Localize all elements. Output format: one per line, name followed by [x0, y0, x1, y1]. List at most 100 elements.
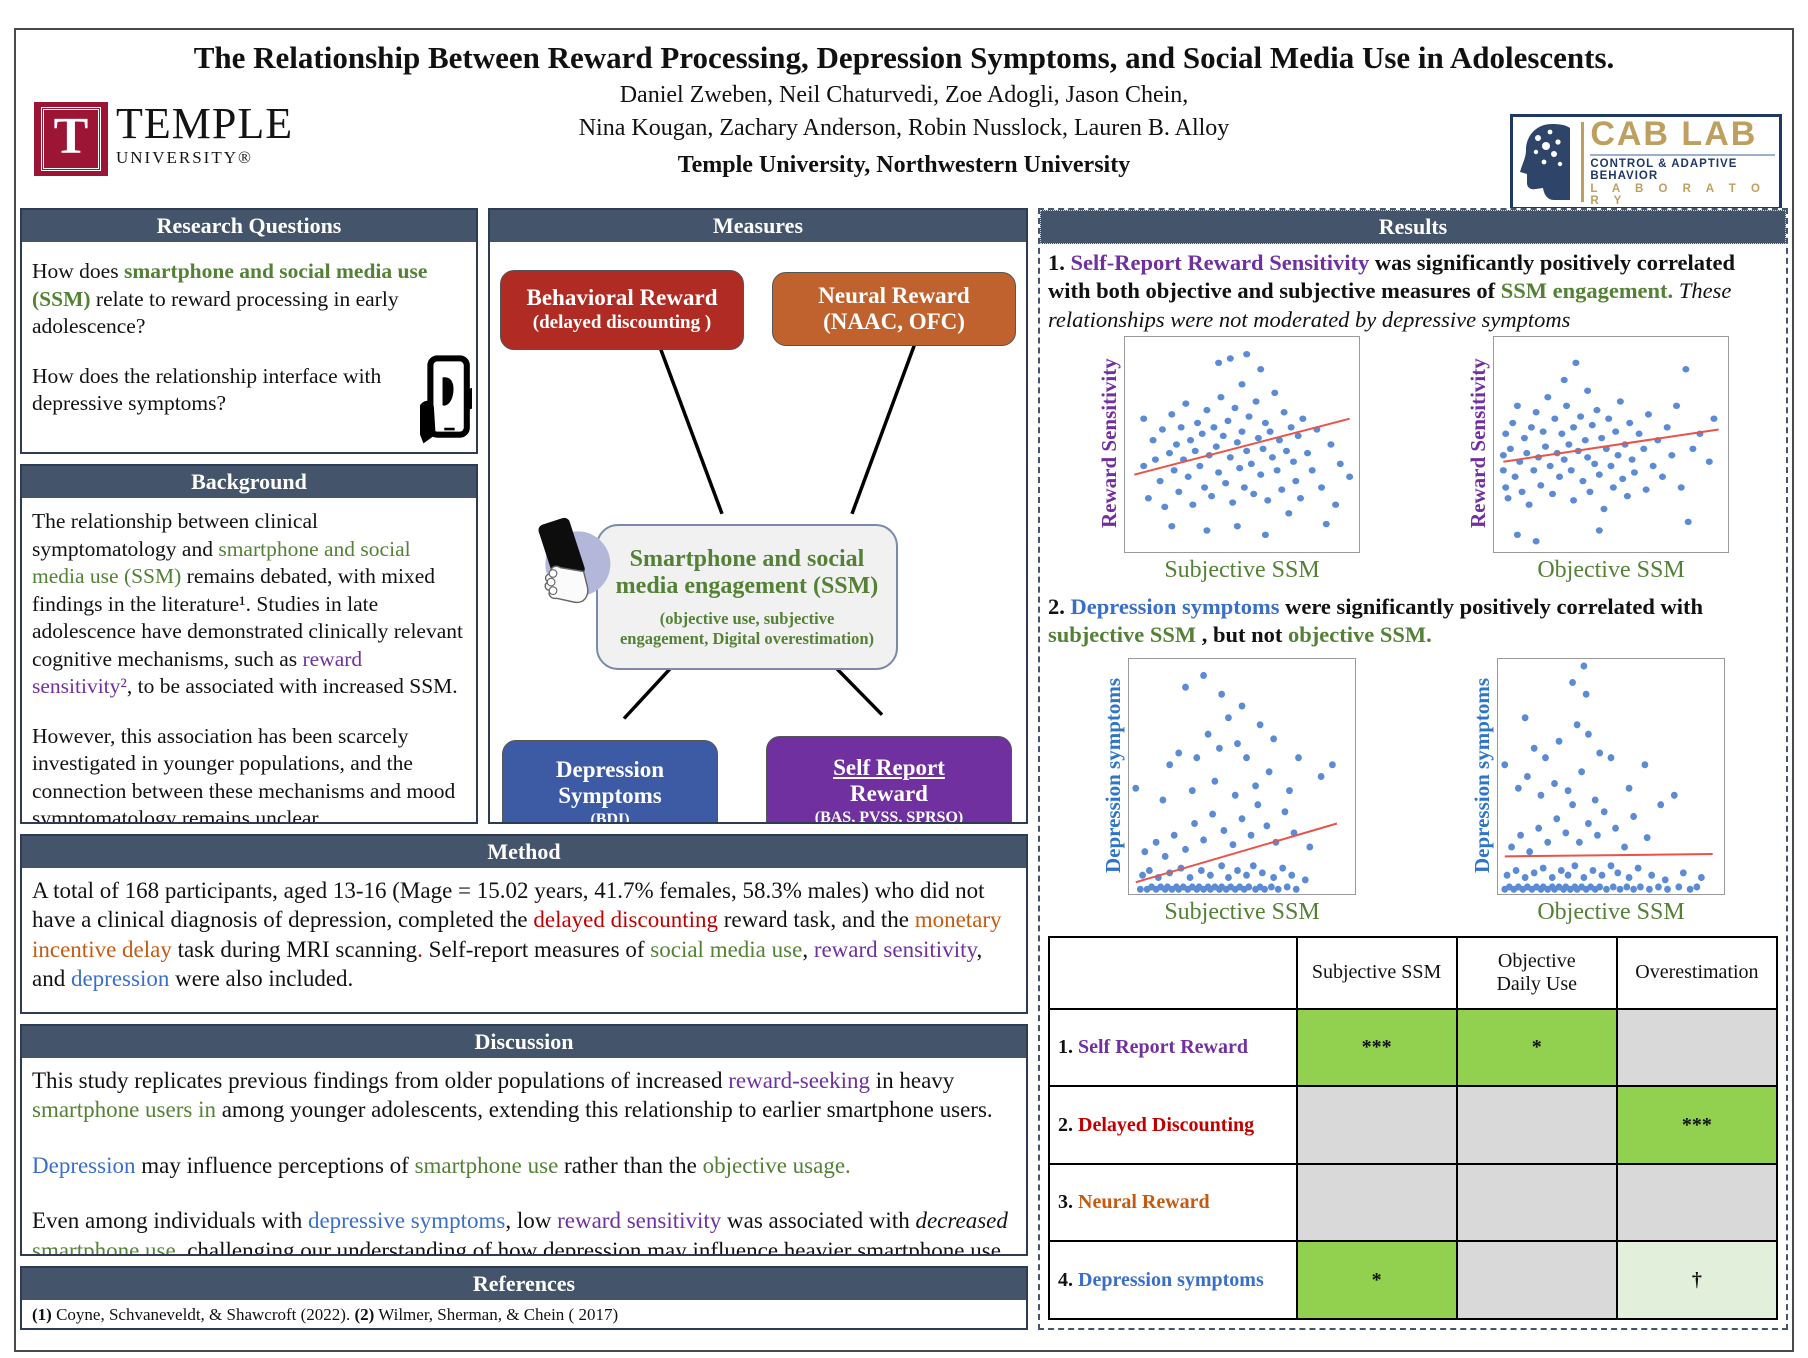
rq-paragraph-1: How does smartphone and social media use… [32, 259, 428, 339]
self-report-label-line2: Reward [850, 781, 928, 807]
significance-cell [1615, 1162, 1779, 1243]
table-row: 3. Neural Reward [1049, 1162, 1779, 1243]
significance-cell: † [1615, 1240, 1779, 1320]
affiliation: Temple University, Northwestern Universi… [677, 152, 1131, 178]
diagram-connector-lines [622, 342, 917, 720]
authors-line-2: Nina Kougan, Zachary Anderson, Robin Nus… [578, 115, 1230, 141]
table-row: 1. Self Report Reward**** [1049, 1007, 1779, 1088]
y-axis-label: Reward Sensitivity [1466, 358, 1490, 529]
results-finding-2: 2. Depression symptoms were significantl… [1048, 594, 1703, 648]
temple-t-icon: T [34, 102, 108, 176]
cab-lab-logo: CAB LAB CONTROL & ADAPTIVE BEHAVIOR L A … [1510, 114, 1782, 210]
self-report-sublabel: (BAS, PVSS, SPRSQ) [814, 808, 964, 824]
y-axis-label: Depression symptoms [1101, 677, 1125, 873]
significance-cell: *** [1615, 1085, 1779, 1165]
research-questions-section: Research Questions How does smartphone a… [20, 208, 478, 454]
ssm-engagement-box: Smartphone and social media engagement (… [596, 524, 898, 670]
scatter-plot [1124, 336, 1360, 554]
poster-header: The Relationship Between Reward Processi… [16, 30, 1792, 210]
measures-header: Measures [490, 210, 1026, 242]
y-axis-label: Reward Sensitivity [1097, 358, 1121, 529]
results-finding-1: 1. Self-Report Reward Sensitivity was si… [1048, 250, 1736, 332]
scatter-plot [1493, 336, 1729, 554]
results-table: Subjective SSM Objective Daily Use Overe… [1048, 935, 1779, 1320]
significance-cell [1455, 1085, 1618, 1165]
results-section: Results 1. Self-Report Reward Sensitivit… [1038, 208, 1788, 1330]
results-header: Results [1040, 210, 1786, 244]
x-axis-label: Objective SSM [1537, 557, 1685, 584]
self-report-label-line1: Self Report [833, 754, 945, 780]
cab-logo-divider [1581, 122, 1585, 202]
scatter-plot [1128, 657, 1356, 895]
row-label-neural-reward: 3. Neural Reward [1049, 1162, 1298, 1243]
significance-cell [1295, 1162, 1458, 1243]
authors-line-1: Daniel Zweben, Neil Chaturvedi, Zoe Adog… [619, 82, 1189, 108]
discussion-paragraph-1: This study replicates previous findings … [32, 1068, 993, 1123]
method-section: Method A total of 168 participants, aged… [20, 834, 1028, 1014]
table-row: 4. Depression symptoms* † [1049, 1240, 1779, 1320]
neural-reward-box: Neural Reward (NAAC, OFC) [772, 272, 1016, 346]
scatter-row-2: Depression symptoms Subjective SSM Depre… [1040, 656, 1786, 926]
method-paragraph: A total of 168 participants, aged 13-16 … [32, 878, 1002, 992]
discussion-section: Discussion This study replicates previou… [20, 1024, 1028, 1256]
col-header-subjective-ssm: Subjective SSM [1295, 936, 1458, 1010]
row-label-depression-symptoms: 4. Depression symptoms [1049, 1240, 1298, 1320]
cab-lab-name: CAB LAB [1590, 115, 1758, 153]
table-header-row: Subjective SSM Objective Daily Use Overe… [1049, 936, 1779, 1010]
behavioral-reward-sublabel: (delayed discounting ) [532, 311, 712, 333]
references-text: (1) Coyne, Schvaneveldt, & Shawcroft (20… [32, 1305, 619, 1324]
cab-lab-line1: CONTROL & ADAPTIVE BEHAVIOR [1590, 154, 1775, 182]
hand-holding-phone-icon [420, 355, 472, 444]
significance-cell [1295, 1085, 1458, 1165]
page-title: The Relationship Between Reward Processi… [193, 40, 1615, 75]
rq-paragraph-2: How does the relationship interface with… [32, 363, 382, 416]
neural-reward-label: Neural Reward [818, 282, 970, 308]
x-axis-label: Subjective SSM [1164, 898, 1320, 925]
brain-head-icon [1520, 124, 1570, 200]
research-questions-header: Research Questions [22, 210, 476, 242]
measures-diagram: Behavioral Reward (delayed discounting )… [490, 242, 1026, 822]
discussion-paragraph-2: Depression may influence perceptions of … [32, 1152, 851, 1178]
significance-cell [1615, 1007, 1779, 1088]
scatter-plot [1497, 657, 1725, 895]
figure-reward-vs-subjective: Reward Sensitivity Subjective SSM [1097, 336, 1360, 584]
row-label-self-report-reward: 1. Self Report Reward [1049, 1007, 1298, 1088]
depression-symptoms-label: Depression Symptoms [555, 756, 665, 809]
measures-section: Measures Behavioral Reward (delayed disc… [488, 208, 1028, 824]
significance-cell [1455, 1240, 1618, 1320]
figure-depression-vs-subjective: Depression symptoms Subjective SSM [1101, 657, 1356, 926]
temple-university-label: UNIVERSITY® [116, 148, 253, 167]
col-header-overestimation: Overestimation [1615, 936, 1779, 1010]
poster-root: The Relationship Between Reward Processi… [14, 28, 1794, 1352]
background-header: Background [22, 466, 476, 498]
significance-cell [1455, 1162, 1618, 1243]
neural-reward-sublabel: (NAAC, OFC) [823, 309, 965, 334]
significance-cell: * [1295, 1240, 1458, 1320]
significance-table-wrap: Subjective SSM Objective Daily Use Overe… [1048, 935, 1779, 1320]
table-corner-cell [1049, 936, 1298, 1010]
depression-symptoms-box: Depression Symptoms (BDI) [502, 740, 718, 824]
cab-lab-line2: L A B O R A T O R Y [1590, 183, 1766, 207]
col-header-objective-daily-use: Objective Daily Use [1455, 936, 1618, 1010]
scatter-row-1: Reward Sensitivity Subjective SSM Reward… [1040, 334, 1786, 584]
background-paragraph-2: However, this association has been scarc… [32, 723, 456, 824]
temple-wordmark: TEMPLE [116, 99, 294, 148]
behavioral-reward-box: Behavioral Reward (delayed discounting ) [500, 270, 744, 350]
figure-reward-vs-objective: Reward Sensitivity Objective SSM [1466, 336, 1729, 584]
background-section: Background The relationship between clin… [20, 464, 478, 824]
significance-cell: *** [1295, 1007, 1458, 1088]
method-header: Method [22, 836, 1026, 868]
x-axis-label: Objective SSM [1537, 898, 1685, 925]
phone-in-hand-icon [538, 517, 611, 604]
ssm-engagement-label: Smartphone and social media engagement (… [615, 545, 879, 600]
self-report-reward-box: Self Report Reward (BAS, PVSS, SPRSQ) [766, 736, 1012, 824]
ssm-engagement-sublabel: (objective use, subjective engagement, D… [619, 608, 875, 648]
table-row: 2. Delayed Discounting*** [1049, 1085, 1779, 1165]
discussion-header: Discussion [22, 1026, 1026, 1058]
depression-symptoms-sublabel: (BDI) [590, 810, 630, 824]
references-section: References (1) Coyne, Schvaneveldt, & Sh… [20, 1266, 1028, 1330]
temple-university-logo: T TEMPLE UNIVERSITY® [34, 102, 293, 176]
x-axis-label: Subjective SSM [1164, 557, 1320, 584]
references-header: References [22, 1268, 1026, 1300]
behavioral-reward-label: Behavioral Reward [526, 285, 718, 311]
